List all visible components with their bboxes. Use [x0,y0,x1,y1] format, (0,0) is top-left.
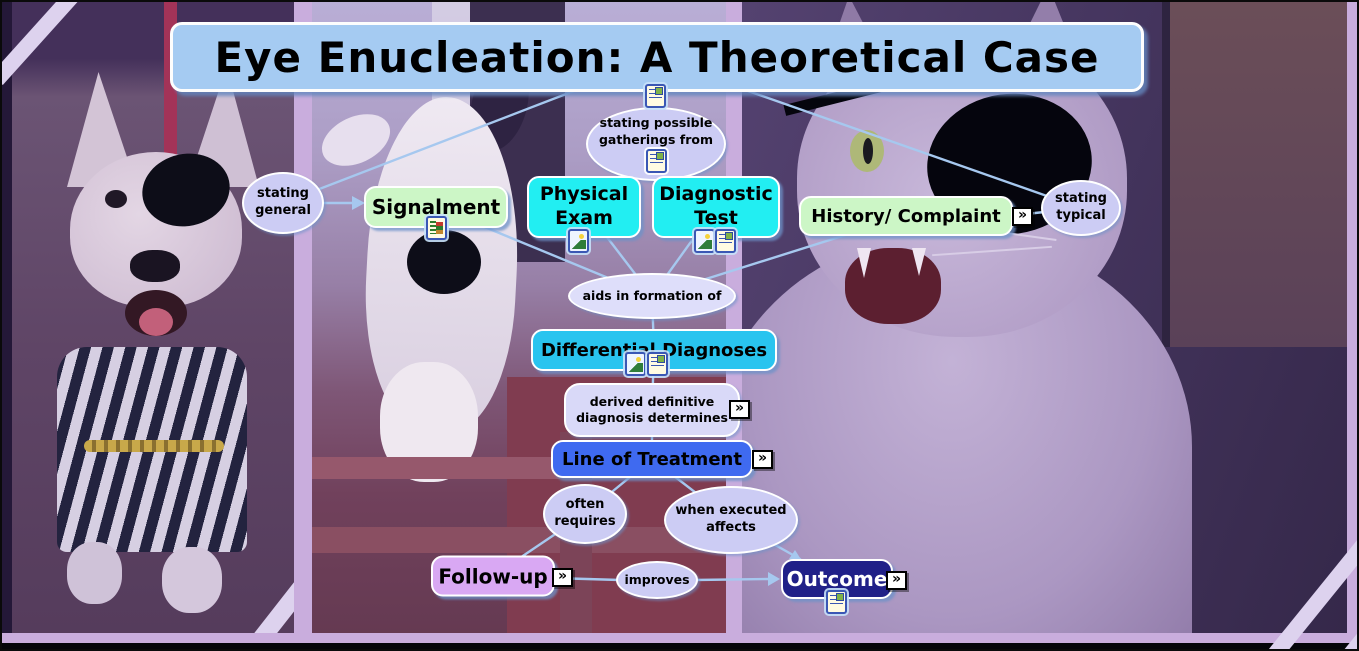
concept-differential-diagnoses[interactable]: Differential Diagnoses [531,329,777,371]
differential-document-icon[interactable] [647,352,668,376]
concept-text: Signalment [371,195,501,219]
link-text: when executed [675,503,787,519]
edge-strip-far-right [1347,2,1357,633]
differential-image-icon[interactable] [625,352,646,376]
outcome-resource-icon[interactable] [826,590,847,614]
follow-up-expand-icon[interactable]: » [552,568,573,587]
concept-text: Outcome [786,567,888,591]
divider-strip-left [294,2,312,633]
link-stating-typical[interactable]: stating typical [1041,180,1121,236]
concept-text: History/ Complaint [811,205,1001,227]
link-text: gatherings from [598,131,714,147]
link-text: affects [706,520,756,535]
arrowhead-into-outcome-left [768,572,780,586]
link-stating-possible-gatherings[interactable]: stating possible gatherings from [586,107,726,181]
diagnostic-test-document-icon[interactable] [715,229,736,253]
link-text: stating [1055,191,1107,207]
link-often-requires[interactable]: often requires [543,484,627,544]
sun-glyph [636,357,641,362]
link-text: requires [554,514,616,529]
concept-history-complaint[interactable]: History/ Complaint [799,196,1013,236]
title-resource-icon[interactable] [645,84,666,108]
link-text: diagnosis determines [576,410,728,425]
concept-diagnostic-test[interactable]: Diagnostic Test [652,176,780,238]
arrowhead-into-outcome-top [789,550,802,561]
derived-expand-icon[interactable]: » [729,400,750,419]
dog-photo-panel [12,2,294,633]
sun-glyph [705,234,710,239]
concept-text: Follow-up [438,564,548,588]
line-of-treatment-expand-icon[interactable]: » [752,450,773,469]
link-when-executed-affects[interactable]: when executed affects [664,486,798,554]
sun-glyph [579,234,584,239]
link-text: stating possible [599,115,713,131]
map-title-text: Eye Enucleation: A Theoretical Case [214,32,1100,82]
diagnostic-test-image-icon[interactable] [694,229,715,253]
dog-paw-right [162,547,222,613]
history-expand-icon[interactable]: » [1012,207,1033,226]
arrowhead-into-signalment [352,196,365,210]
concept-line-of-treatment[interactable]: Line of Treatment [551,440,753,478]
concept-signalment[interactable]: Signalment [364,186,508,228]
link-text: aids in formation of [582,287,722,303]
dog-gold-chain [84,440,224,452]
link-resource-icon[interactable] [645,148,667,173]
dog-eye [105,190,127,208]
dog-nose [130,250,180,282]
collage-left-edge [2,2,12,633]
link-text: general [255,203,311,218]
link-text: derived definitive [589,393,715,409]
edge-line [692,577,772,582]
concept-text: Test [694,207,738,229]
goat-eyepatch [407,230,481,294]
concept-text: Physical [539,183,629,206]
link-improves[interactable]: improves [616,561,698,599]
concept-text: Diagnostic [659,183,773,206]
fence-rail-bottom [312,527,726,553]
outcome-expand-icon[interactable]: » [886,571,907,590]
link-text: stating [257,186,309,202]
link-text: improves [624,571,690,587]
dog-tongue [139,308,173,336]
concept-text: Exam [555,207,613,229]
cat-pupil [863,138,873,164]
concept-follow-up[interactable]: Follow-up [431,555,555,597]
map-title-node[interactable]: Eye Enucleation: A Theoretical Case [170,22,1144,92]
link-text: often [565,497,605,513]
link-text: typical [1056,208,1106,223]
dog-paw-left [67,542,122,604]
bottom-lavender-strip [2,633,1357,645]
link-aids-in-formation[interactable]: aids in formation of [568,273,736,319]
link-stating-general[interactable]: stating general [242,172,324,234]
concept-text: Differential Diagnoses [540,339,768,361]
physical-exam-image-icon[interactable] [568,229,589,253]
wood-column [1162,2,1347,347]
concept-text: Line of Treatment [562,448,742,470]
link-derived-definitive[interactable]: derived definitive diagnosis determines [564,383,740,437]
bottom-black-bar [2,643,1357,649]
signalment-resource-icon[interactable] [426,216,447,240]
